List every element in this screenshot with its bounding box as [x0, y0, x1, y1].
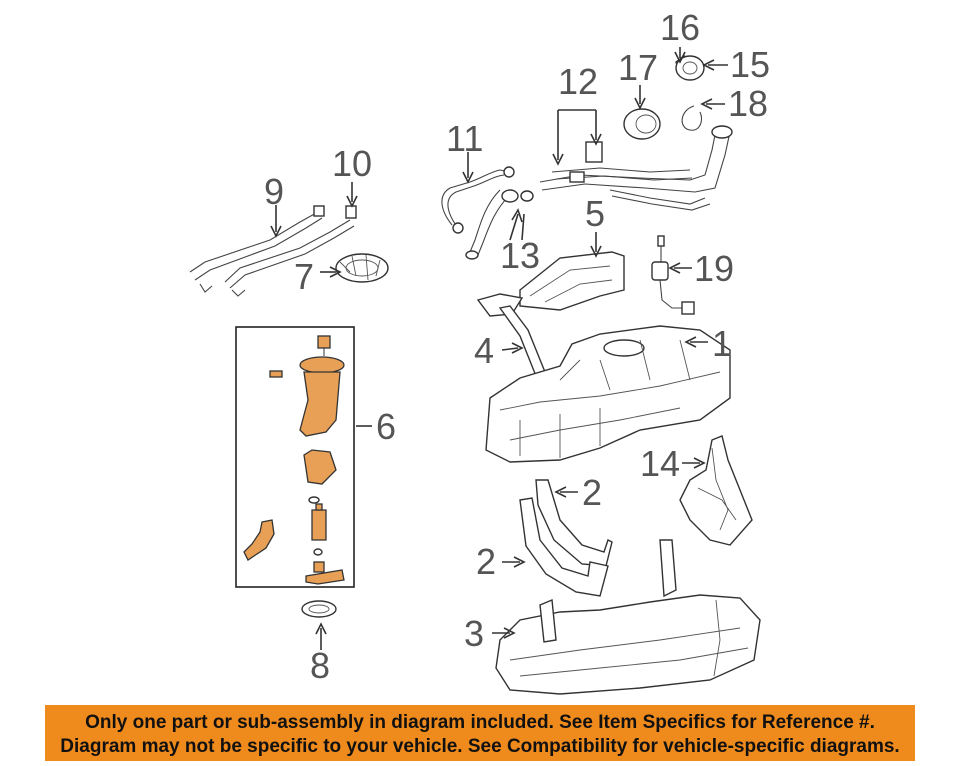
callout-9: 9 — [264, 171, 284, 212]
strap-4 — [498, 305, 546, 377]
callout-13: 13 — [500, 235, 540, 276]
heat-shield-5 — [476, 251, 625, 317]
filler-pipe-12 — [539, 125, 733, 211]
vent-hose-11 — [441, 166, 534, 260]
callout-8: 8 — [310, 645, 330, 686]
notice-banner: Only one part or sub-assembly in diagram… — [45, 705, 915, 761]
callout-19: 19 — [694, 248, 734, 289]
callout-2-lower: 2 — [476, 541, 496, 582]
notice-line-1: Only one part or sub-assembly in diagram… — [85, 712, 875, 733]
fuel-line-9 — [189, 205, 325, 293]
fuel-tank-1 — [485, 325, 731, 463]
callout-12: 12 — [558, 61, 598, 102]
callout-3: 3 — [464, 613, 484, 654]
callout-10: 10 — [332, 143, 372, 184]
callout-18: 18 — [728, 83, 768, 124]
parts-diagram: 1 2 2 3 4 5 6 7 8 9 10 11 12 13 14 15 16… — [189, 7, 770, 695]
callout-16: 16 — [660, 7, 700, 48]
ring-17 — [623, 108, 661, 140]
fuel-pump-module-6 — [235, 326, 355, 588]
shield-14 — [679, 435, 753, 546]
callout-1: 1 — [712, 323, 732, 364]
callout-4: 4 — [474, 330, 494, 371]
callout-7: 7 — [294, 256, 314, 297]
cap-15 — [675, 55, 705, 81]
callout-11: 11 — [446, 118, 483, 159]
callout-14: 14 — [640, 443, 680, 484]
fuel-line-10 — [224, 205, 357, 297]
callout-17: 17 — [618, 47, 658, 88]
strap-2-lower — [519, 497, 609, 597]
callout-15: 15 — [730, 44, 770, 85]
sensor-19 — [651, 235, 695, 315]
skid-plate-3 — [495, 539, 761, 695]
callout-5: 5 — [585, 193, 605, 234]
callout-2-upper: 2 — [582, 472, 602, 513]
strap-2-upper — [535, 479, 613, 567]
notice-line-2: Diagram may not be specific to your vehi… — [60, 736, 900, 757]
gasket-8 — [301, 600, 337, 618]
sender-gasket-7 — [335, 253, 389, 283]
clip-18 — [681, 105, 703, 131]
callout-6: 6 — [376, 406, 396, 447]
leader-lines — [270, 47, 728, 650]
